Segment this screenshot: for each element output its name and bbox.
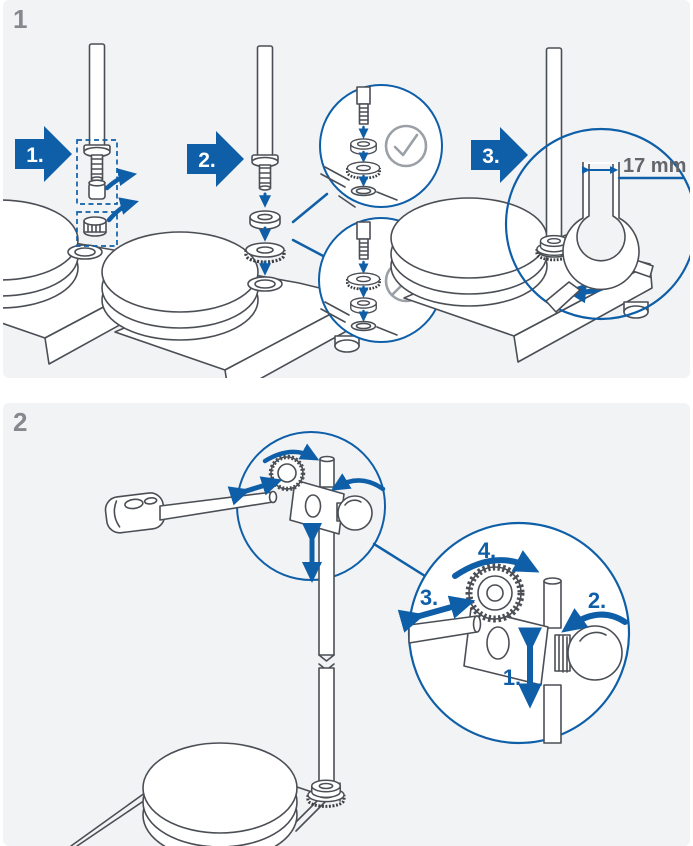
- device-base: [70, 742, 341, 846]
- move-arrow-horizontal: [397, 595, 476, 633]
- stand-rod-top: [543, 580, 562, 629]
- check-icon: [384, 124, 428, 168]
- wrench-size-callout: 17 mm: [504, 127, 690, 321]
- move-arrow-horizontal: [227, 476, 283, 506]
- stand-rod: [318, 455, 335, 786]
- nut: [310, 779, 342, 799]
- support-rod: [83, 43, 111, 182]
- panel-rod-mounting: 1: [3, 0, 690, 378]
- boss-head-clamp: [227, 443, 386, 584]
- callout-connector: [291, 192, 329, 260]
- step-1-group: 1.: [3, 43, 184, 365]
- rotate-arrow: [452, 550, 540, 579]
- rotate-arrow: [262, 443, 320, 464]
- remove-arrow: [106, 197, 139, 223]
- boom-hole: [486, 626, 510, 660]
- wrench-handle: [545, 281, 581, 313]
- hole-plug: [83, 216, 107, 237]
- serrated-washer: [244, 241, 286, 264]
- knurled-knob: [465, 563, 525, 623]
- panel-1-number: 1: [13, 4, 28, 34]
- adjustment-label-3: 3.: [420, 585, 438, 610]
- support-rod: [251, 45, 279, 191]
- detail-box-plug: [76, 211, 118, 247]
- adjustment-label-1: 1.: [503, 665, 521, 690]
- step-3-group: 3. 17 mm: [390, 47, 690, 363]
- nut: [249, 210, 281, 230]
- dome-knob: [554, 625, 623, 681]
- clamp-adjustment-illustration: 4. 3. 2. 1.: [70, 431, 631, 846]
- step-flag-2: 2.: [187, 131, 244, 187]
- adjustment-label-4: 4.: [478, 538, 496, 563]
- step-2-group: 2.: [101, 45, 444, 378]
- panel-clamp-adjustment: 2: [3, 403, 690, 846]
- rotate-arrow: [561, 608, 628, 633]
- dome-knob: [336, 495, 373, 531]
- callout-correct-order: [319, 84, 443, 208]
- step-flag-3: 3.: [471, 127, 528, 183]
- callout-connector: [372, 542, 427, 578]
- rod-mounting-illustration: 1.: [3, 43, 690, 378]
- base-edge-left: [70, 789, 155, 846]
- heating-plate: [142, 742, 298, 834]
- remove-arrow: [104, 168, 138, 191]
- panel-2-number: 2: [13, 407, 28, 437]
- dimension-label: 17 mm: [623, 155, 686, 177]
- boom-holder-head: [104, 492, 166, 534]
- adjustment-label-2: 2.: [588, 588, 606, 613]
- boom-hole: [304, 494, 322, 518]
- stand-rod-bottom: [543, 684, 562, 744]
- thread-protection-cap: [88, 179, 106, 200]
- step-1-label: 1.: [26, 144, 44, 167]
- rotate-arrow: [330, 473, 386, 492]
- step-flag-1: 1.: [15, 126, 72, 182]
- step-3-label: 3.: [482, 145, 500, 168]
- clamp-detail-callout: 4. 3. 2. 1.: [397, 521, 631, 745]
- step-2-label: 2.: [198, 149, 216, 172]
